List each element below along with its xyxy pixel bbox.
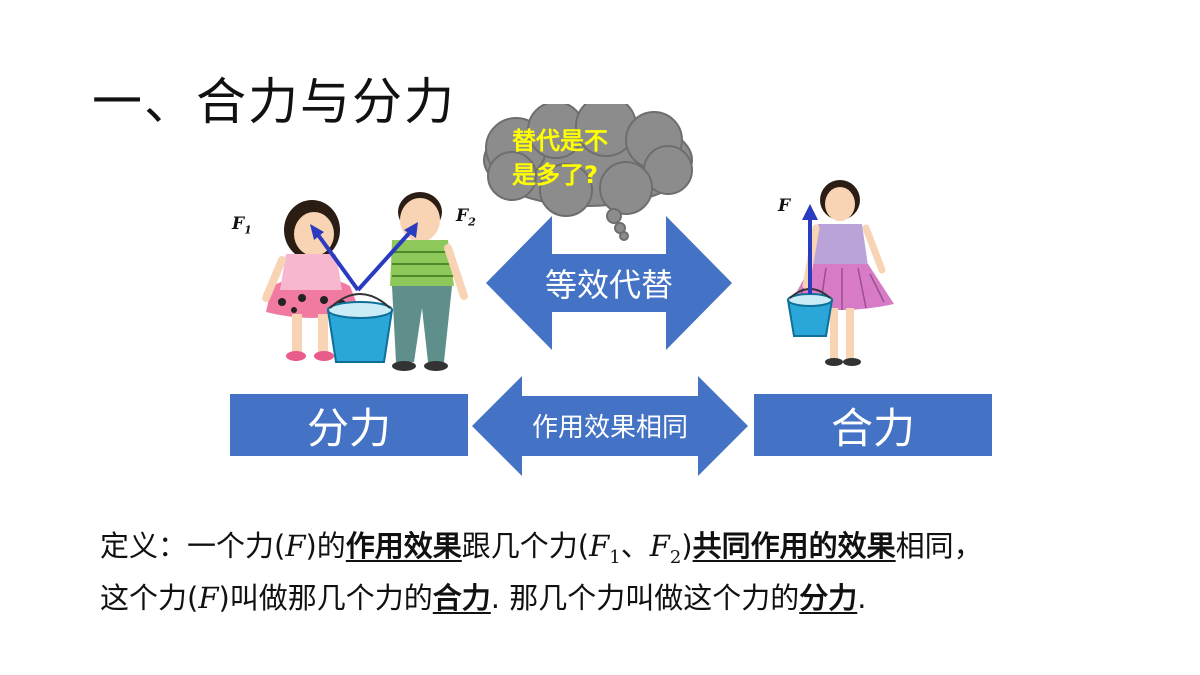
box-resultant-force: 合力	[754, 394, 992, 456]
vector-f1-f2	[310, 222, 418, 292]
cloud-text: 替代是不 是多了?	[512, 124, 662, 192]
double-arrow-same-effect	[472, 376, 748, 476]
arrow-label-equivalent: 等效代替	[544, 266, 673, 304]
bucket-left	[326, 293, 394, 363]
cloud-line-1: 替代是不	[512, 127, 608, 155]
term-component: 分力	[799, 580, 858, 615]
double-arrow-equivalent	[486, 216, 732, 350]
vector-f	[802, 204, 818, 294]
term-joint-effect: 共同作用的效果	[692, 529, 896, 563]
definition-line-2: 这个力(F)叫做那几个力的合力. 那几个力叫做这个力的分力.	[100, 580, 867, 615]
term-resultant: 合力	[432, 580, 491, 615]
illustration-woman	[786, 180, 894, 366]
illustration-two-children	[262, 192, 468, 371]
label-f2: F2	[456, 206, 476, 229]
label-f1: F1	[232, 214, 252, 237]
term-effect: 作用效果	[345, 529, 462, 563]
cloud-line-2: 是多了?	[512, 161, 598, 189]
definition-text: 定义：一个力(F)的作用效果跟几个力(F1、F2)共同作用的效果相同， 这个力(…	[100, 526, 1160, 618]
label-f: F	[778, 196, 791, 216]
boy-figure	[390, 192, 468, 371]
thought-cloud	[483, 104, 693, 241]
page-title: 一、合力与分力	[92, 73, 456, 131]
definition-line-1: 定义：一个力(F)的作用效果跟几个力(F1、F2)共同作用的效果相同，	[100, 529, 983, 568]
box-component-force: 分力	[230, 394, 468, 456]
arrow-label-same-effect: 作用效果相同	[531, 412, 688, 443]
